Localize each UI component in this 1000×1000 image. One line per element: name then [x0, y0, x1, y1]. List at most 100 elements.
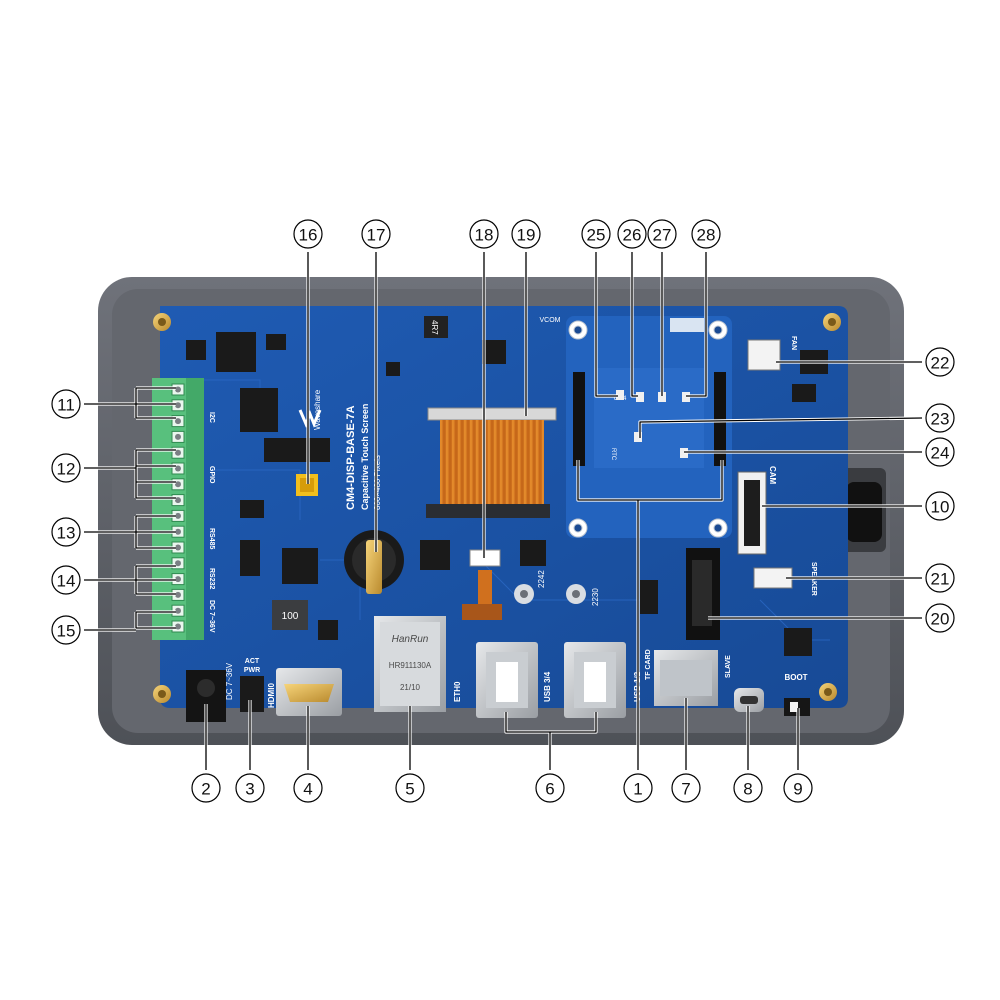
callout-18: 18: [469, 219, 499, 249]
callout-circle: [925, 603, 955, 633]
callout-15: 15: [51, 615, 81, 645]
callout-label: 3: [245, 780, 254, 799]
silk-pwr: PWR: [244, 667, 260, 674]
callout-circle: [925, 563, 955, 593]
callout-circle: [469, 219, 499, 249]
callout-circle: [925, 437, 955, 467]
callout-5: 5: [395, 773, 425, 803]
callout-circle: [191, 773, 221, 803]
cm4-connector-left: [573, 372, 585, 466]
silk-rj45-part: HR911130A: [389, 661, 432, 670]
callout-label: 22: [931, 354, 950, 373]
callout-22: 22: [925, 347, 955, 377]
callout-28: 28: [691, 219, 721, 249]
silk-m2-2242: 2242: [537, 570, 546, 588]
leader-line: [631, 252, 638, 397]
silk-gpio: GPIO: [208, 466, 215, 484]
callout-8: 8: [733, 773, 763, 803]
callout-circle: [925, 347, 955, 377]
leader-line: [84, 611, 176, 631]
camera-connector-slot: [744, 480, 760, 546]
m2-slot-inner: [692, 560, 712, 626]
standoffs: [153, 313, 841, 703]
callout-label: 16: [299, 226, 318, 245]
leader-lines: [84, 252, 923, 770]
terminal-screw: [175, 528, 181, 535]
callout-label: 27: [653, 226, 672, 245]
silk-slave: SLAVE: [725, 655, 732, 678]
callout-circle: [51, 565, 81, 595]
silk-fan: FAN: [790, 336, 797, 350]
usb-port-1-2: [564, 642, 626, 718]
callout-circle: [647, 219, 677, 249]
callout-circle: [733, 773, 763, 803]
silk-rj45-date: 21/10: [400, 683, 421, 692]
callout-9: 9: [783, 773, 813, 803]
ic-chips: [186, 332, 828, 656]
callout-label: 7: [681, 780, 690, 799]
callout-20: 20: [925, 603, 955, 633]
silk-usb34: USB 3/4: [543, 671, 552, 702]
callout-circle: [51, 615, 81, 645]
callout-14: 14: [51, 565, 81, 595]
callout-circle: [293, 219, 323, 249]
callout-label: 28: [697, 226, 716, 245]
callout-3: 3: [235, 773, 265, 803]
terminal-screw: [175, 418, 181, 425]
board-line2: Capacitive Touch Screen: [360, 404, 370, 510]
callout-label: 20: [931, 610, 950, 629]
callout-24: 24: [925, 437, 955, 467]
silk-eth: ETH0: [453, 681, 462, 702]
callout-label: 21: [931, 570, 950, 589]
callout-12: 12: [51, 453, 81, 483]
callout-26: 26: [617, 219, 647, 249]
callout-label: 14: [57, 572, 76, 591]
callout-circle: [535, 773, 565, 803]
leader-line: [84, 387, 176, 419]
usb-c-port-inner: [740, 696, 758, 704]
callout-circle: [617, 219, 647, 249]
silk-i2c: I2C: [208, 412, 215, 423]
callout-circle: [395, 773, 425, 803]
callout-label: 2: [201, 780, 210, 799]
terminal-screw: [175, 386, 181, 393]
callout-10: 10: [925, 491, 955, 521]
waveshare-logo-icon: [298, 409, 322, 428]
display-fpc-connector: [427, 407, 557, 421]
callout-circle: [581, 219, 611, 249]
callout-label: 24: [931, 444, 950, 463]
terminal-screw: [175, 576, 181, 583]
yellow-jumper-core: [300, 478, 314, 492]
callout-label: 11: [57, 396, 75, 415]
callout-circle: [691, 219, 721, 249]
callout-11: 11: [51, 389, 81, 419]
callout-label: 18: [475, 226, 494, 245]
terminal-screw: [175, 591, 181, 598]
silk-dc-in: DC 7~36V: [225, 662, 234, 700]
leader-line: [577, 460, 723, 770]
callout-label: 25: [587, 226, 606, 245]
inductor: [272, 600, 308, 630]
silk-m2-2230: 2230: [591, 588, 600, 606]
leader-line: [84, 515, 176, 549]
callout-label: 23: [931, 410, 950, 429]
terminal-screw: [175, 497, 181, 504]
callout-16: 16: [293, 219, 323, 249]
callout-circle: [51, 389, 81, 419]
terminal-screw: [175, 544, 181, 551]
tf-card-slot: [654, 650, 718, 706]
rtc-battery-holder: [344, 530, 404, 594]
silk-dc-side: DC 7~36V: [208, 600, 215, 633]
board-model: CM4-DISP-BASE-7A: [345, 405, 357, 510]
terminal-screw: [175, 433, 181, 440]
callout-13: 13: [51, 517, 81, 547]
callout-label: 26: [623, 226, 642, 245]
dc-jack: [186, 670, 226, 722]
usb-port-3-4: [476, 642, 538, 718]
leader-line: [84, 449, 176, 499]
terminal-screw: [175, 560, 181, 567]
callout-circle: [925, 491, 955, 521]
callout-17: 17: [361, 219, 391, 249]
